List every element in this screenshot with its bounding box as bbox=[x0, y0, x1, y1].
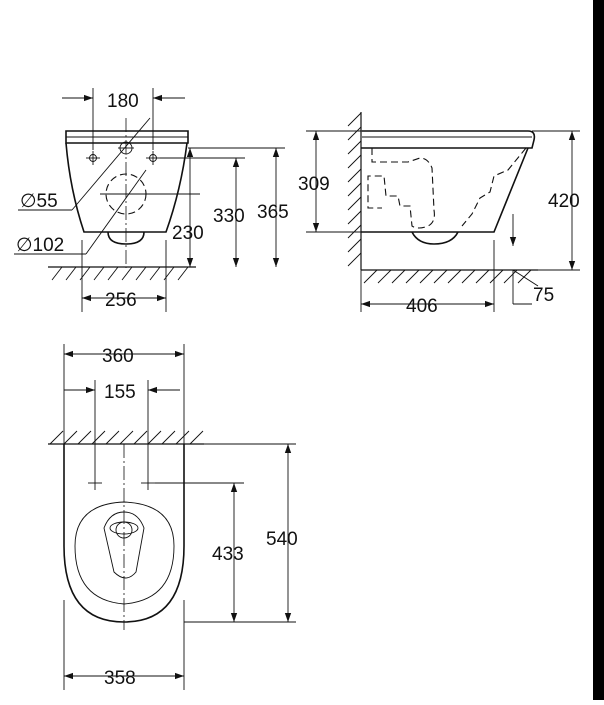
wall-hatch-top bbox=[48, 430, 204, 445]
dia-large-label: ∅102 bbox=[16, 235, 64, 256]
dim-358-label: 358 bbox=[104, 668, 136, 689]
dim-front-bottom: 256 bbox=[81, 240, 167, 312]
dim-front-top: 180 bbox=[62, 88, 185, 150]
dim-433-label: 433 bbox=[212, 544, 244, 565]
dim-180-label: 180 bbox=[107, 91, 139, 112]
dim-75-label: 75 bbox=[533, 285, 554, 306]
dim-side-heights: 309 420 bbox=[298, 130, 580, 271]
dim-540-label: 540 bbox=[266, 529, 298, 550]
dim-top-depths: 433 540 bbox=[155, 443, 298, 623]
front-view: ∅55 ∅102 180 256 230 330 365 bbox=[14, 88, 289, 312]
dim-420-label: 420 bbox=[548, 191, 580, 212]
side-view: 309 420 406 75 bbox=[298, 112, 580, 317]
bowl-front-outline bbox=[65, 130, 189, 245]
dim-side-offset: 75 bbox=[509, 214, 554, 306]
dim-230-label: 230 bbox=[172, 223, 204, 244]
fixing-points-front bbox=[86, 151, 160, 165]
dim-360-label: 360 bbox=[102, 346, 134, 367]
dim-365-label: 365 bbox=[257, 202, 289, 223]
dia102-leader bbox=[85, 169, 147, 255]
dim-side-depth: 406 bbox=[360, 240, 495, 317]
inlet-circle bbox=[118, 141, 134, 155]
dim-256-label: 256 bbox=[105, 290, 137, 311]
top-view: 360 155 433 540 358 bbox=[48, 344, 298, 690]
wall-hatch-side bbox=[347, 112, 362, 270]
bowl-side-profile bbox=[361, 130, 536, 245]
dim-top-widths: 360 155 bbox=[63, 344, 185, 476]
fixing-points-top bbox=[88, 476, 155, 490]
dim-309-label: 309 bbox=[298, 174, 330, 195]
outlet-circle bbox=[100, 173, 200, 215]
image-border-strip bbox=[593, 0, 604, 700]
dia-small-label: ∅55 bbox=[20, 191, 58, 212]
floor-hatch-side bbox=[361, 269, 538, 284]
dim-155-label: 155 bbox=[104, 382, 136, 403]
dia55-leader bbox=[71, 117, 151, 211]
dim-406-label: 406 bbox=[406, 296, 438, 317]
dim-front-heights: 230 330 365 bbox=[160, 147, 289, 267]
dim-top-bottom: 358 bbox=[63, 600, 185, 690]
floor-hatch-front bbox=[48, 266, 196, 281]
dim-330-label: 330 bbox=[213, 206, 245, 227]
